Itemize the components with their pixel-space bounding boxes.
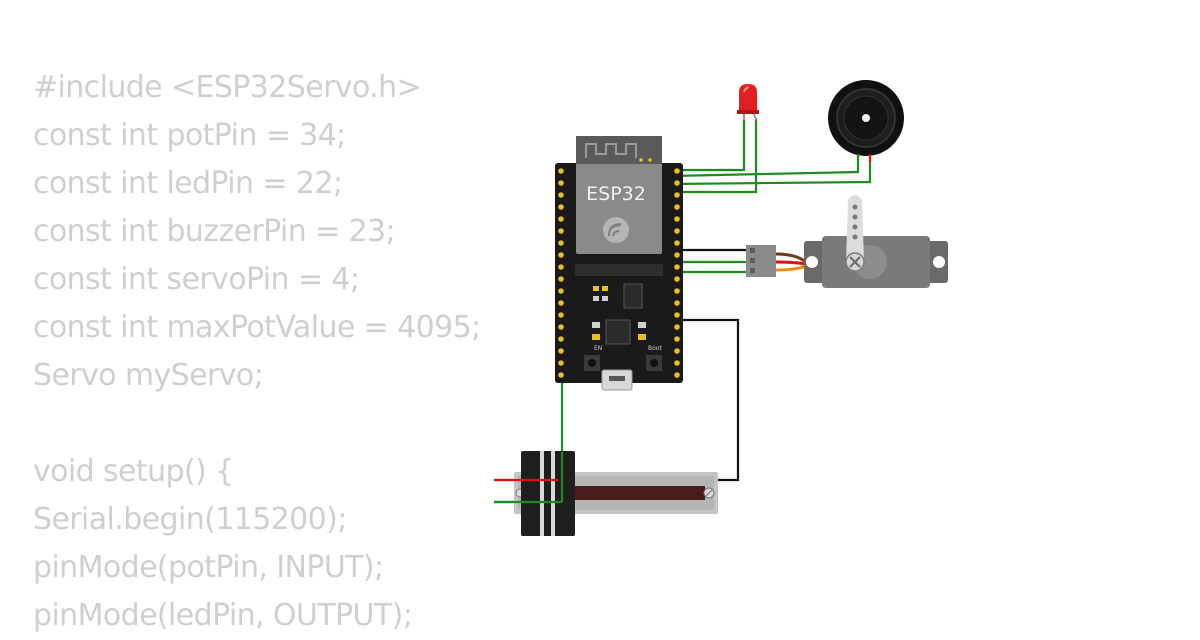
code-line: #include <ESP32Servo.h> <box>33 70 422 105</box>
board-label: ESP32 <box>586 183 646 205</box>
usb-uart-chip <box>605 319 631 345</box>
code-line: pinMode(potPin, INPUT); <box>33 550 384 585</box>
wifi-module <box>576 136 662 254</box>
right-pin-header <box>674 168 680 378</box>
servo-motor[interactable] <box>804 195 948 288</box>
code-line: void setup() { <box>33 454 234 489</box>
piezo-buzzer[interactable] <box>828 80 904 162</box>
wire-buzzer-signal[interactable] <box>670 150 860 178</box>
pot-wire-ends <box>494 452 564 504</box>
espressif-logo-icon <box>603 217 629 243</box>
en-label: EN <box>594 345 602 352</box>
servo-connector <box>746 245 776 277</box>
antenna-trace <box>585 143 637 158</box>
code-line: const int maxPotValue = 4095; <box>33 310 481 345</box>
red-led[interactable] <box>737 84 759 121</box>
servo-cable <box>775 252 807 272</box>
code-listing: #include <ESP32Servo.h> const int potPin… <box>33 64 481 640</box>
code-line: const int servoPin = 4; <box>33 262 360 297</box>
regulator-chip <box>623 283 643 309</box>
pot-track <box>570 486 705 500</box>
code-line: pinMode(ledPin, OUTPUT); <box>33 598 413 633</box>
servo-horn[interactable] <box>846 195 864 267</box>
buzzer-hole <box>862 114 870 122</box>
boot-label: Boot <box>648 345 662 352</box>
pot-slider-knob[interactable] <box>521 451 575 536</box>
esp32-board[interactable]: ESP32 EN Boot <box>555 136 683 391</box>
slide-potentiometer[interactable] <box>514 451 718 536</box>
code-line: Servo myServo; <box>33 358 264 393</box>
wire-pot-ground[interactable] <box>671 318 740 482</box>
pin-strip <box>575 264 663 276</box>
code-line: const int ledPin = 22; <box>33 166 343 201</box>
antenna-area <box>576 136 662 164</box>
left-pin-header <box>558 168 564 378</box>
wire-led-anode[interactable] <box>671 118 746 172</box>
wire-led-cathode[interactable] <box>671 118 758 194</box>
code-line: const int buzzerPin = 23; <box>33 214 396 249</box>
wire-buzzer-ground[interactable] <box>670 158 872 186</box>
code-line: Serial.begin(115200); <box>33 502 347 537</box>
code-line: const int potPin = 34; <box>33 118 346 153</box>
